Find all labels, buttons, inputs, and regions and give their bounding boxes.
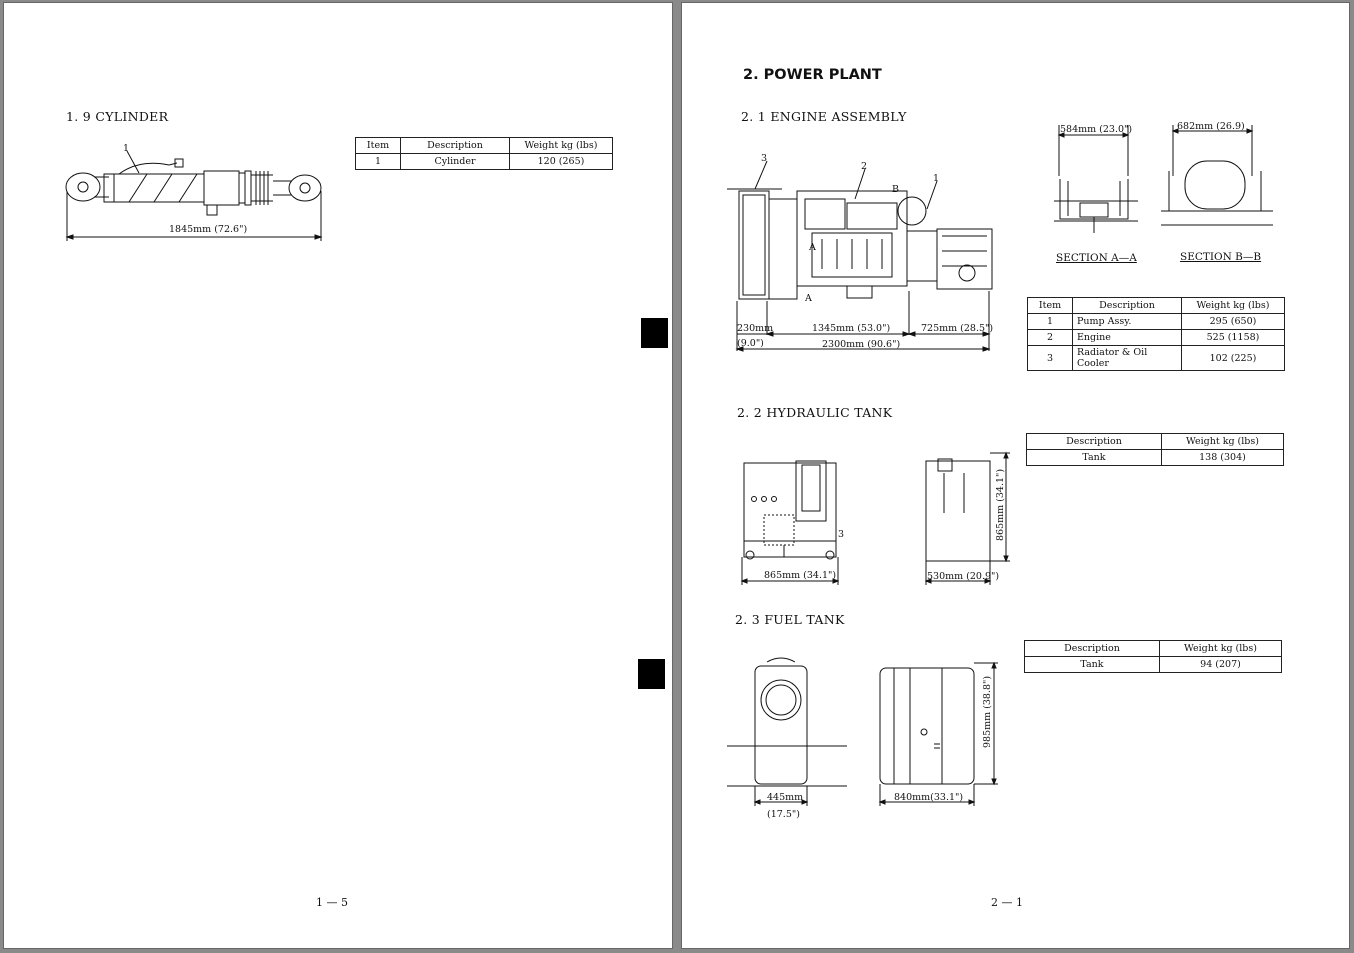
section-mark-b: B — [892, 184, 899, 195]
section-title-engine: 2. 1 ENGINE ASSEMBLY — [741, 109, 907, 124]
hydraulic-dim-height: 865mm (34.1") — [995, 469, 1006, 541]
hydraulic-dim-width: 865mm (34.1") — [764, 570, 836, 581]
header-item: Item — [1027, 297, 1073, 314]
cell-description: Engine — [1072, 329, 1182, 346]
cell-weight: 138 (304) — [1161, 449, 1284, 466]
fuel-dim-width: 445mm — [767, 792, 803, 803]
table-row: 1 Pump Assy. 295 (650) — [1027, 313, 1285, 330]
hydraulic-callout-3: 3 — [838, 529, 844, 540]
page-number: 1 — 5 — [316, 896, 348, 909]
header-weight: Weight kg (lbs) — [1161, 433, 1284, 450]
fuel-dim-height: 985mm (38.8") — [982, 676, 993, 748]
header-description: Description — [1024, 640, 1160, 657]
engine-callout-3: 3 — [761, 153, 767, 164]
right-page: 2. POWER PLANT 2. 1 ENGINE ASSEMBLY — [681, 2, 1350, 949]
header-item: Item — [355, 137, 401, 154]
page-number: 2 — 1 — [991, 896, 1023, 909]
hydraulic-tank-weight-table: Description Weight kg (lbs) Tank 138 (30… — [1026, 433, 1284, 466]
cell-item: 1 — [355, 153, 401, 170]
cylinder-drawing: 1 1845mm (72.6") — [65, 143, 323, 241]
cell-item: 3 — [1027, 345, 1073, 371]
cell-weight: 295 (650) — [1181, 313, 1285, 330]
section-bb-drawing: 682mm (26.9) — [1161, 121, 1273, 226]
cell-weight: 120 (265) — [509, 153, 613, 170]
cell-weight: 94 (207) — [1159, 656, 1282, 673]
cell-description: Tank — [1024, 656, 1160, 673]
dim-9in: (9.0") — [737, 338, 764, 349]
table-header-row: Item Description Weight kg (lbs) — [1027, 297, 1285, 314]
engine-callout-2: 2 — [861, 161, 867, 172]
engine-callout-1: 1 — [933, 173, 939, 184]
dim-584mm: 584mm (23.0") — [1060, 124, 1132, 135]
table-row: 2 Engine 525 (1158) — [1027, 329, 1285, 346]
table-row: 1 Cylinder 120 (265) — [355, 153, 613, 170]
cell-description: Pump Assy. — [1072, 313, 1182, 330]
fuel-tank-weight-table: Description Weight kg (lbs) Tank 94 (207… — [1024, 640, 1282, 673]
section-bb-label: SECTION B—B — [1180, 251, 1262, 263]
table-header-row: Description Weight kg (lbs) — [1024, 640, 1282, 657]
chapter-title: 2. POWER PLANT — [743, 67, 882, 83]
dim-2300mm: 2300mm (90.6") — [822, 339, 900, 350]
header-weight: Weight kg (lbs) — [1181, 297, 1285, 314]
dim-725mm: 725mm (28.5") — [921, 323, 993, 334]
header-description: Description — [1026, 433, 1162, 450]
section-mark-a-top: A — [808, 242, 816, 253]
section-title-cylinder: 1. 9 CYLINDER — [66, 109, 169, 124]
engine-assembly-drawing: 3 2 1 B A A 230mm (9.0") 1345mm (53.0") … — [727, 153, 993, 352]
header-description: Description — [1072, 297, 1182, 314]
hydraulic-tank-side-drawing: 530mm (20.9") 865mm (34.1") — [924, 451, 1010, 585]
left-page: 1. 9 CYLINDER — [3, 2, 673, 949]
fuel-tank-front-drawing: 445mm (17.5") — [727, 657, 847, 820]
table-header-row: Description Weight kg (lbs) — [1026, 433, 1284, 450]
fuel-tank-side-drawing: 840mm(33.1") 985mm (38.8") — [878, 661, 998, 806]
header-description: Description — [400, 137, 510, 154]
dim-682mm: 682mm (26.9) — [1177, 121, 1245, 132]
hydraulic-tank-front-drawing: 3 865mm (34.1") — [740, 460, 844, 585]
table-header-row: Item Description Weight kg (lbs) — [355, 137, 613, 154]
table-row: Tank 138 (304) — [1026, 449, 1284, 466]
page-edge-marker — [638, 659, 665, 689]
section-aa-drawing: 584mm (23.0") — [1054, 124, 1138, 233]
header-weight: Weight kg (lbs) — [1159, 640, 1282, 657]
table-row: 3 Radiator & Oil Cooler 102 (225) — [1027, 345, 1285, 371]
section-title-hydraulic-tank: 2. 2 HYDRAULIC TANK — [737, 405, 893, 420]
cylinder-callout-1: 1 — [123, 143, 129, 154]
cell-description: Radiator & Oil Cooler — [1072, 345, 1182, 371]
table-row: Tank 94 (207) — [1024, 656, 1282, 673]
cell-item: 2 — [1027, 329, 1073, 346]
cell-description: Cylinder — [400, 153, 510, 170]
header-weight: Weight kg (lbs) — [509, 137, 613, 154]
cell-item: 1 — [1027, 313, 1073, 330]
section-title-fuel-tank: 2. 3 FUEL TANK — [735, 612, 845, 627]
cell-weight: 525 (1158) — [1181, 329, 1285, 346]
page-edge-marker — [641, 318, 668, 348]
fuel-dim-depth: 840mm(33.1") — [894, 792, 963, 803]
section-mark-a-bottom: A — [804, 293, 812, 304]
fuel-dim-width-in: (17.5") — [767, 809, 800, 820]
engine-weight-table: Item Description Weight kg (lbs) 1 Pump … — [1027, 297, 1285, 371]
dim-1345mm: 1345mm (53.0") — [812, 323, 890, 334]
cell-description: Tank — [1026, 449, 1162, 466]
hydraulic-dim-depth: 530mm (20.9") — [927, 571, 999, 582]
dim-230mm: 230mm — [737, 323, 773, 334]
section-aa-label: SECTION A—A — [1056, 252, 1137, 264]
cylinder-length-dim: 1845mm (72.6") — [169, 224, 247, 235]
cylinder-weight-table: Item Description Weight kg (lbs) 1 Cylin… — [355, 137, 613, 170]
cell-weight: 102 (225) — [1181, 345, 1285, 371]
